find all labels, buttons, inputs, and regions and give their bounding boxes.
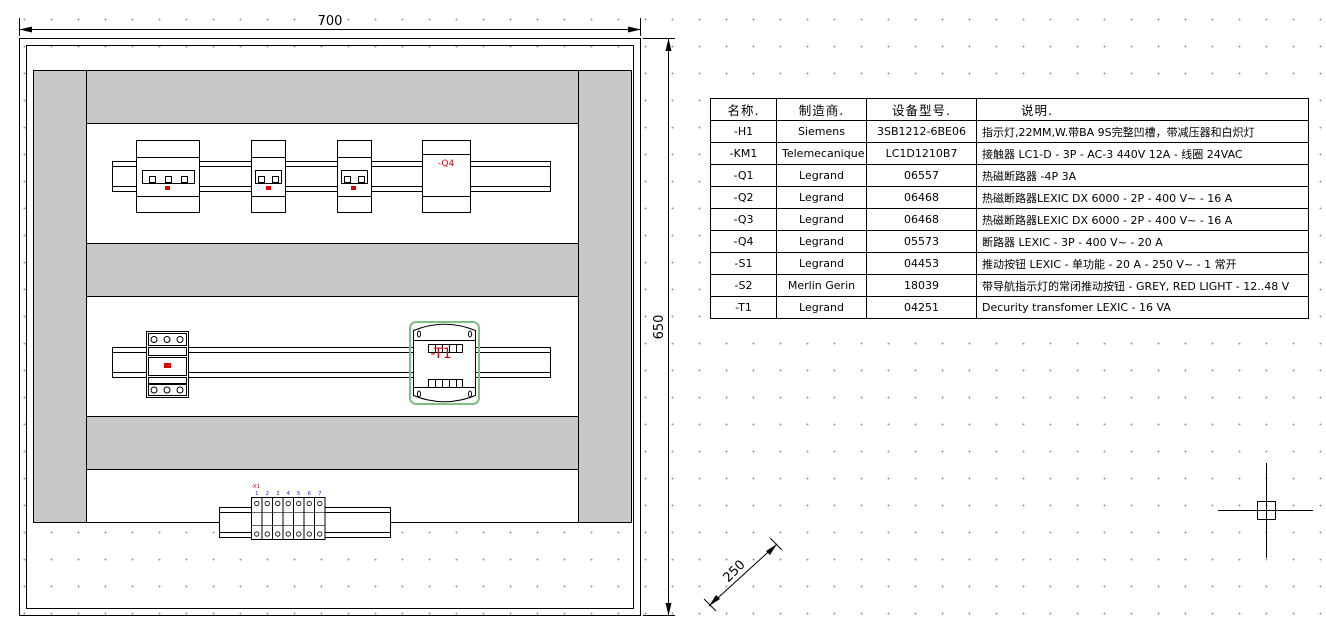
breaker-q4-label: -Q4	[438, 159, 455, 169]
bom-cell-description: 热磁断路器 -4P 3A	[976, 164, 1309, 187]
bom-cell-manufacturer: Legrand	[776, 252, 867, 275]
bom-cell-manufacturer: Legrand	[776, 208, 867, 231]
contactor-km1[interactable]	[146, 331, 189, 398]
bom-cell-name: -Q4	[710, 230, 777, 253]
dimension-width-label: 700	[318, 14, 343, 29]
breaker-q1[interactable]	[136, 140, 200, 213]
terminal-number: 6	[308, 491, 312, 497]
terminal-number: 1	[255, 491, 259, 497]
bom-cell-description: 指示灯,22MM,W.带BA 9S完整凹槽，带减压器和白炽灯	[976, 120, 1309, 143]
enclosure-outer[interactable]	[19, 38, 641, 616]
crosshair-cursor-icon	[1218, 463, 1313, 558]
terminal[interactable]: 3	[272, 491, 284, 540]
bom-cell-manufacturer: Telemecanique	[776, 142, 867, 165]
bom-cell-model: 3SB1212-6BE06	[866, 120, 977, 143]
bom-cell-manufacturer: Legrand	[776, 164, 867, 187]
header-manufacturer: 制造商.	[776, 98, 867, 121]
bom-cell-manufacturer: Legrand	[776, 186, 867, 209]
bom-cell-description: 热磁断路器LEXIC DX 6000 - 2P - 400 V~ - 16 A	[976, 186, 1309, 209]
breaker-q2[interactable]	[251, 140, 286, 213]
bom-cell-name: -Q2	[710, 186, 777, 209]
bom-cell-name: -Q1	[710, 164, 777, 187]
bom-cell-name: -H1	[710, 120, 777, 143]
bom-cell-description: 接触器 LC1-D - 3P - AC-3 440V 12A - 线圈 24VA…	[976, 142, 1309, 165]
breaker-q4[interactable]: -Q4	[422, 140, 471, 213]
bom-cell-model: LC1D1210B7	[866, 142, 977, 165]
bom-cell-description: 热磁断路器LEXIC DX 6000 - 2P - 400 V~ - 16 A	[976, 208, 1309, 231]
dimension-height[interactable]: 650	[643, 38, 675, 616]
terminal-number: 3	[276, 491, 280, 497]
header-description: 说明.	[976, 98, 1309, 121]
bom-cell-description: Decurity transfomer LEXIC - 16 VA	[976, 296, 1309, 319]
mounting-plate[interactable]	[33, 70, 632, 523]
bom-cell-manufacturer: Legrand	[776, 296, 867, 319]
bom-cell-model: 06468	[866, 208, 977, 231]
bom-cell-name: -S1	[710, 252, 777, 275]
breaker-q3[interactable]	[337, 140, 372, 213]
bom-cell-model: 18039	[866, 274, 977, 297]
bom-cell-model: 04453	[866, 252, 977, 275]
terminal[interactable]: 1	[251, 491, 263, 540]
bom-header-row: 名称. 制造商. 设备型号. 说明.	[710, 98, 1309, 121]
enclosure-inner	[26, 45, 634, 609]
terminal[interactable]: 4	[282, 491, 294, 540]
bom-cell-model: 04251	[866, 296, 977, 319]
transformer-t1[interactable]: -T1	[409, 321, 480, 405]
terminal-number: 7	[318, 491, 322, 497]
bom-cell-model: 06468	[866, 186, 977, 209]
terminal-number: 5	[297, 491, 301, 497]
bom-cell-manufacturer: Legrand	[776, 230, 867, 253]
terminal[interactable]: 5	[293, 491, 305, 540]
bom-cell-name: -KM1	[710, 142, 777, 165]
header-name: 名称.	[710, 98, 777, 121]
bom-cell-name: -Q3	[710, 208, 777, 231]
transformer-t1-label: -T1	[430, 346, 451, 362]
terminal[interactable]: 7	[314, 491, 326, 540]
terminal[interactable]: 6	[303, 491, 315, 540]
terminal-number: 2	[266, 491, 270, 497]
bom-cell-model: 06557	[866, 164, 977, 187]
header-model: 设备型号.	[866, 98, 977, 121]
dimension-depth-label: 250	[720, 557, 748, 585]
bom-cell-model: 05573	[866, 230, 977, 253]
bom-cell-manufacturer: Siemens	[776, 120, 867, 143]
dimension-width[interactable]: 700	[19, 14, 641, 36]
dimension-height-label: 650	[652, 315, 667, 340]
bom-cell-manufacturer: Merlin Gerin	[776, 274, 867, 297]
bom-cell-description: 断路器 LEXIC - 3P - 400 V~ - 20 A	[976, 230, 1309, 253]
bom-cell-description: 推动按钮 LEXIC - 单功能 - 20 A - 250 V~ - 1 常开	[976, 252, 1309, 275]
bom-cell-name: -T1	[710, 296, 777, 319]
terminal-number: 4	[287, 491, 291, 497]
terminal-block-x1-label: -X1	[251, 484, 260, 490]
bom-cell-description: 带导航指示灯的常闭推动按钮 - GREY, RED LIGHT - 12..48…	[976, 274, 1309, 297]
dimension-depth[interactable]: 250	[703, 537, 783, 612]
bom-cell-name: -S2	[710, 274, 777, 297]
terminal[interactable]: 2	[261, 491, 273, 540]
